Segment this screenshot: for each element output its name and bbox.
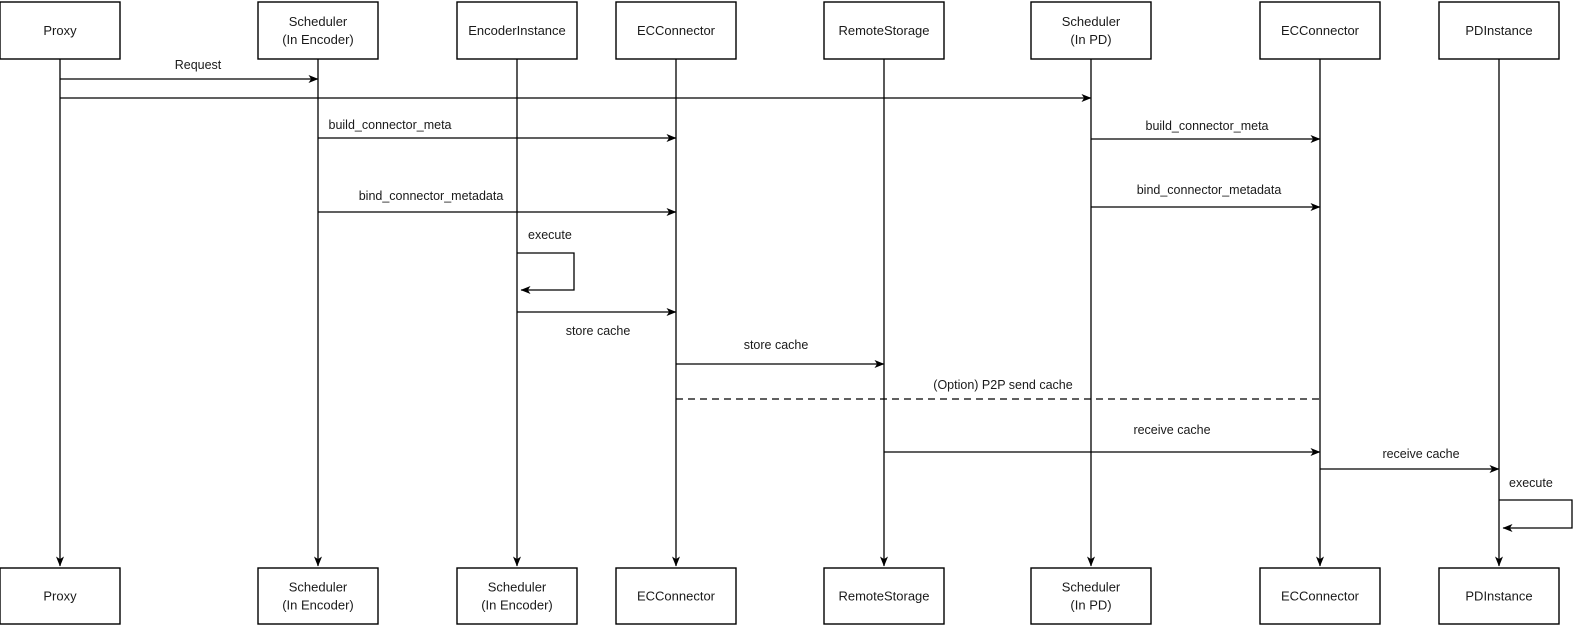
message-m5[interactable]: bind_connector_metadata: [318, 189, 677, 216]
self-call-label-sc1: execute: [528, 228, 572, 242]
participant-bottom-label-ec-conn-pd: ECConnector: [1281, 588, 1360, 603]
participant-top-label-ec-conn-pd: ECConnector: [1281, 23, 1360, 38]
message-label-m5: bind_connector_metadata: [359, 189, 504, 203]
message-label-m11: receive cache: [1382, 447, 1459, 461]
message-label-m3: build_connector_meta: [329, 118, 452, 132]
participant-top-encoder-inst[interactable]: EncoderInstance: [456, 1, 578, 60]
message-label-m9: (Option) P2P send cache: [933, 378, 1072, 392]
participant-bottom-label-proxy: Proxy: [43, 588, 77, 603]
participant-bottom-remote-store[interactable]: RemoteStorage: [823, 567, 945, 625]
participant-bottom-rect-remote-store: [823, 567, 945, 625]
participant-bottom-rect-pd-inst: [1438, 567, 1560, 625]
message-label-m4: build_connector_meta: [1146, 119, 1269, 133]
participant-top-rect-sched-pd: [1030, 1, 1152, 60]
self-call-sc2[interactable]: execute: [1499, 476, 1573, 532]
participant-bottom-sublabel-encoder-inst: (In Encoder): [481, 597, 553, 612]
participant-top-sublabel-sched-pd: (In PD): [1070, 32, 1111, 47]
message-label-m8: store cache: [744, 338, 809, 352]
message-m8[interactable]: store cache: [676, 338, 885, 368]
participant-bottom-rect-proxy: [0, 567, 121, 625]
participant-top-sched-enc[interactable]: Scheduler (In Encoder): [257, 1, 379, 60]
participant-bottom-label-pd-inst: PDInstance: [1465, 588, 1532, 603]
bottom-participant-boxes: Proxy Scheduler (In Encoder) Scheduler (In E…: [0, 567, 1560, 625]
participant-top-label-encoder-inst: EncoderInstance: [468, 23, 566, 38]
self-calls-layer: execute execute: [517, 228, 1573, 532]
participant-top-rect-encoder-inst: [456, 1, 578, 60]
participant-bottom-ec-conn-enc[interactable]: ECConnector: [615, 567, 737, 625]
participant-bottom-rect-sched-pd: [1030, 567, 1152, 625]
participant-top-rect-sched-enc: [257, 1, 379, 60]
message-m6[interactable]: bind_connector_metadata: [1091, 183, 1321, 211]
participant-bottom-rect-ec-conn-enc: [615, 567, 737, 625]
message-m9[interactable]: (Option) P2P send cache: [676, 378, 1320, 400]
message-label-m1: Request: [175, 58, 222, 72]
participant-top-label-pd-inst: PDInstance: [1465, 23, 1532, 38]
lifelines-layer: [56, 59, 1503, 567]
participant-bottom-proxy[interactable]: Proxy: [0, 567, 121, 625]
participant-top-pd-inst[interactable]: PDInstance: [1438, 1, 1560, 60]
message-m1[interactable]: Request: [60, 58, 319, 83]
participant-top-label-proxy: Proxy: [43, 23, 77, 38]
message-label-m10: receive cache: [1133, 423, 1210, 437]
participant-bottom-ec-conn-pd[interactable]: ECConnector: [1259, 567, 1381, 625]
message-m10[interactable]: receive cache: [884, 423, 1321, 456]
self-call-path-sc2: [1499, 499, 1573, 532]
self-call-label-sc2: execute: [1509, 476, 1553, 490]
participant-bottom-rect-sched-enc: [257, 567, 379, 625]
participant-bottom-pd-inst[interactable]: PDInstance: [1438, 567, 1560, 625]
participant-top-remote-store[interactable]: RemoteStorage: [823, 1, 945, 60]
message-m4[interactable]: build_connector_meta: [1091, 119, 1321, 143]
participant-top-rect-ec-conn-enc: [615, 1, 737, 60]
top-participant-boxes: Proxy Scheduler (In Encoder) EncoderInstanc…: [0, 1, 1560, 60]
message-label-m6: bind_connector_metadata: [1137, 183, 1282, 197]
messages-layer: Request build_connector_meta build_connect…: [60, 58, 1500, 473]
participant-bottom-label-remote-store: RemoteStorage: [838, 588, 929, 603]
participant-top-ec-conn-pd[interactable]: ECConnector: [1259, 1, 1381, 60]
participant-top-label-sched-enc: Scheduler: [289, 14, 348, 29]
participant-bottom-sched-enc[interactable]: Scheduler (In Encoder): [257, 567, 379, 625]
message-m3[interactable]: build_connector_meta: [318, 118, 677, 142]
participant-top-label-sched-pd: Scheduler: [1062, 14, 1121, 29]
participant-bottom-label-sched-pd: Scheduler: [1062, 579, 1121, 594]
participant-top-rect-ec-conn-pd: [1259, 1, 1381, 60]
participant-top-proxy[interactable]: Proxy: [0, 1, 121, 60]
participant-bottom-label-ec-conn-enc: ECConnector: [637, 588, 716, 603]
participant-top-label-remote-store: RemoteStorage: [838, 23, 929, 38]
self-call-path-sc1: [517, 252, 575, 294]
message-m7[interactable]: store cache: [517, 308, 677, 338]
participant-bottom-label-encoder-inst: Scheduler: [488, 579, 547, 594]
participant-bottom-sublabel-sched-pd: (In PD): [1070, 597, 1111, 612]
participant-top-rect-pd-inst: [1438, 1, 1560, 60]
participant-bottom-sched-pd[interactable]: Scheduler (In PD): [1030, 567, 1152, 625]
participant-bottom-encoder-inst[interactable]: Scheduler (In Encoder): [456, 567, 578, 625]
participant-bottom-rect-ec-conn-pd: [1259, 567, 1381, 625]
participant-top-ec-conn-enc[interactable]: ECConnector: [615, 1, 737, 60]
participant-bottom-label-sched-enc: Scheduler: [289, 579, 348, 594]
participant-top-rect-proxy: [0, 1, 121, 60]
participant-bottom-sublabel-sched-enc: (In Encoder): [282, 597, 354, 612]
self-call-sc1[interactable]: execute: [517, 228, 575, 294]
message-m11[interactable]: receive cache: [1320, 447, 1500, 473]
participant-bottom-rect-encoder-inst: [456, 567, 578, 625]
participant-top-rect-remote-store: [823, 1, 945, 60]
participant-top-sched-pd[interactable]: Scheduler (In PD): [1030, 1, 1152, 60]
participant-top-label-ec-conn-enc: ECConnector: [637, 23, 716, 38]
message-label-m7: store cache: [566, 324, 631, 338]
participant-top-sublabel-sched-enc: (In Encoder): [282, 32, 354, 47]
